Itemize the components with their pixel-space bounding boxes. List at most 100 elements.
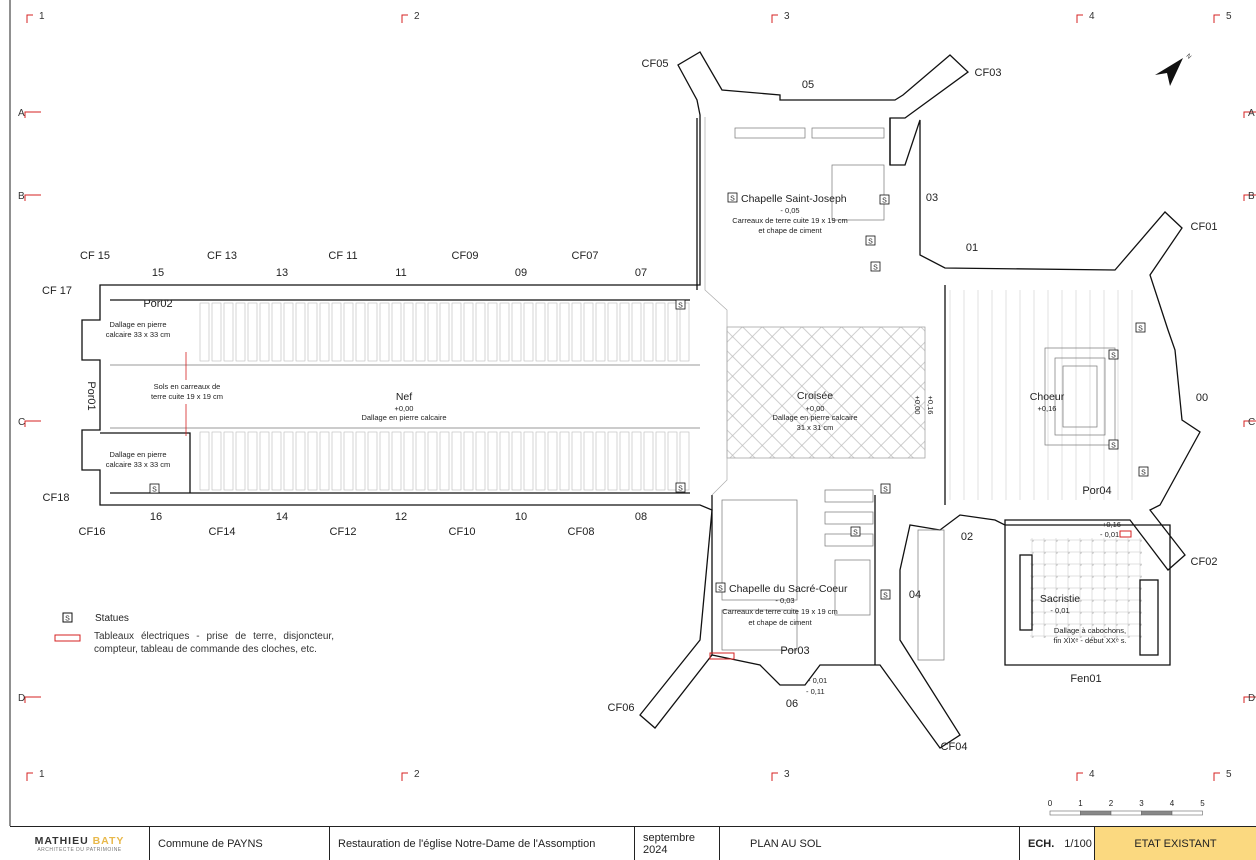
paving-slab xyxy=(643,302,654,362)
svg-text:S: S xyxy=(1111,353,1116,360)
plan-title: PLAN AU SOL xyxy=(720,827,1020,860)
paving-slab xyxy=(403,302,414,362)
svg-text:1: 1 xyxy=(39,769,45,780)
level: +0,16 xyxy=(1038,404,1057,413)
svg-text:S: S xyxy=(678,486,683,493)
grid-row-marker: A xyxy=(18,108,41,119)
date: septembre 2024 xyxy=(635,827,720,860)
paving-slab xyxy=(343,302,354,362)
electric-panel xyxy=(1119,530,1132,538)
floor-note: calcaire 33 x 33 cm xyxy=(106,330,171,339)
door-label: Fen01 xyxy=(1070,673,1101,685)
paving-slab xyxy=(595,431,606,491)
buttress-label: CF01 xyxy=(1191,221,1218,233)
scale-tick: 1 xyxy=(1078,799,1083,808)
paving-slab xyxy=(259,302,270,362)
paving-slab xyxy=(511,302,522,362)
window-label: 16 xyxy=(150,511,162,523)
svg-text:S: S xyxy=(718,586,723,593)
door-label: Por01 xyxy=(85,381,97,410)
paving-slab xyxy=(367,302,378,362)
paving-slab xyxy=(247,302,258,362)
paving-slab xyxy=(463,431,474,491)
svg-text:2: 2 xyxy=(414,11,420,22)
paving-slab xyxy=(559,302,570,362)
floor-note: Dallage en pierre xyxy=(109,320,166,329)
paving-slab xyxy=(679,431,690,491)
paving-slab xyxy=(391,302,402,362)
window-label: 02 xyxy=(961,531,973,543)
statue-icon: S xyxy=(870,261,881,272)
floor-note: Dallage en pierre xyxy=(109,450,166,459)
door-label: Por02 xyxy=(143,298,172,310)
svg-text:B: B xyxy=(18,191,25,202)
paving-slab xyxy=(643,431,654,491)
window-label: 07 xyxy=(635,267,647,279)
legend: S Statues Tableaux électriques - prise d… xyxy=(54,612,334,655)
buttress-label: CF09 xyxy=(452,250,479,262)
window-label: 04 xyxy=(909,589,921,601)
paving-slab xyxy=(523,431,534,491)
paving-slab xyxy=(415,302,426,362)
level: - 0,01 xyxy=(808,676,827,685)
paving-slab xyxy=(307,431,318,491)
paving-slab xyxy=(607,431,618,491)
paving-slab xyxy=(607,302,618,362)
project-title: Restauration de l'église Notre-Dame de l… xyxy=(330,827,635,860)
paving-slab xyxy=(391,431,402,491)
paving-slab xyxy=(235,302,246,362)
paving-slab xyxy=(499,302,510,362)
paving-slab xyxy=(451,431,462,491)
croisee-paving xyxy=(726,326,926,459)
window-label: 09 xyxy=(515,267,527,279)
svg-text:1: 1 xyxy=(39,11,45,22)
floor-note: et chape de ciment xyxy=(758,226,822,235)
buttress-label: CF 13 xyxy=(207,250,237,262)
paving-slab xyxy=(631,431,642,491)
paving-slab xyxy=(547,302,558,362)
statue-icon: S xyxy=(1108,439,1119,450)
svg-text:S: S xyxy=(883,487,888,494)
paving-slab xyxy=(367,431,378,491)
paving-slab xyxy=(427,431,438,491)
floor-note: 31 x 31 cm xyxy=(797,423,834,432)
window-label: 15 xyxy=(152,267,164,279)
floor-note: calcaire 33 x 33 cm xyxy=(106,460,171,469)
paving-slab xyxy=(487,302,498,362)
floor-note: Sols en carreaux de xyxy=(154,382,221,391)
paving-slab xyxy=(583,302,594,362)
floor-note: Dallage en pierre calcaire xyxy=(772,413,857,422)
paving-slab xyxy=(595,302,606,362)
statue-icon: S xyxy=(715,582,726,593)
svg-text:C: C xyxy=(18,417,25,428)
window-label: 10 xyxy=(515,511,527,523)
room-name-nef: Nef xyxy=(396,391,412,403)
paving-slab xyxy=(307,302,318,362)
paving-slab xyxy=(439,431,450,491)
scale-tick: 4 xyxy=(1170,799,1175,808)
grid-column-marker: 1 xyxy=(26,11,45,23)
level: - 0,11 xyxy=(806,687,825,696)
svg-text:A: A xyxy=(1248,108,1255,119)
svg-text:S: S xyxy=(678,303,683,310)
statue-icon: S xyxy=(1138,466,1149,477)
paving-slab xyxy=(631,302,642,362)
paving-slab xyxy=(679,302,690,362)
statue-icon: S xyxy=(850,526,861,537)
paving-slab xyxy=(523,302,534,362)
paving-slab xyxy=(619,302,630,362)
svg-text:D: D xyxy=(18,693,25,704)
paving-slab xyxy=(271,431,282,491)
paving-slab xyxy=(295,302,306,362)
buttress-label: CF 17 xyxy=(42,285,72,297)
grid-row-marker: D xyxy=(18,693,41,704)
scale-tick: 3 xyxy=(1139,799,1144,808)
paving-slab xyxy=(379,431,390,491)
svg-text:4: 4 xyxy=(1089,11,1095,22)
room-name-chapelle-saint-joseph: Chapelle Saint-Joseph xyxy=(741,193,847,205)
svg-text:S: S xyxy=(1141,470,1146,477)
paving-slab xyxy=(223,302,234,362)
paving-slab xyxy=(499,431,510,491)
